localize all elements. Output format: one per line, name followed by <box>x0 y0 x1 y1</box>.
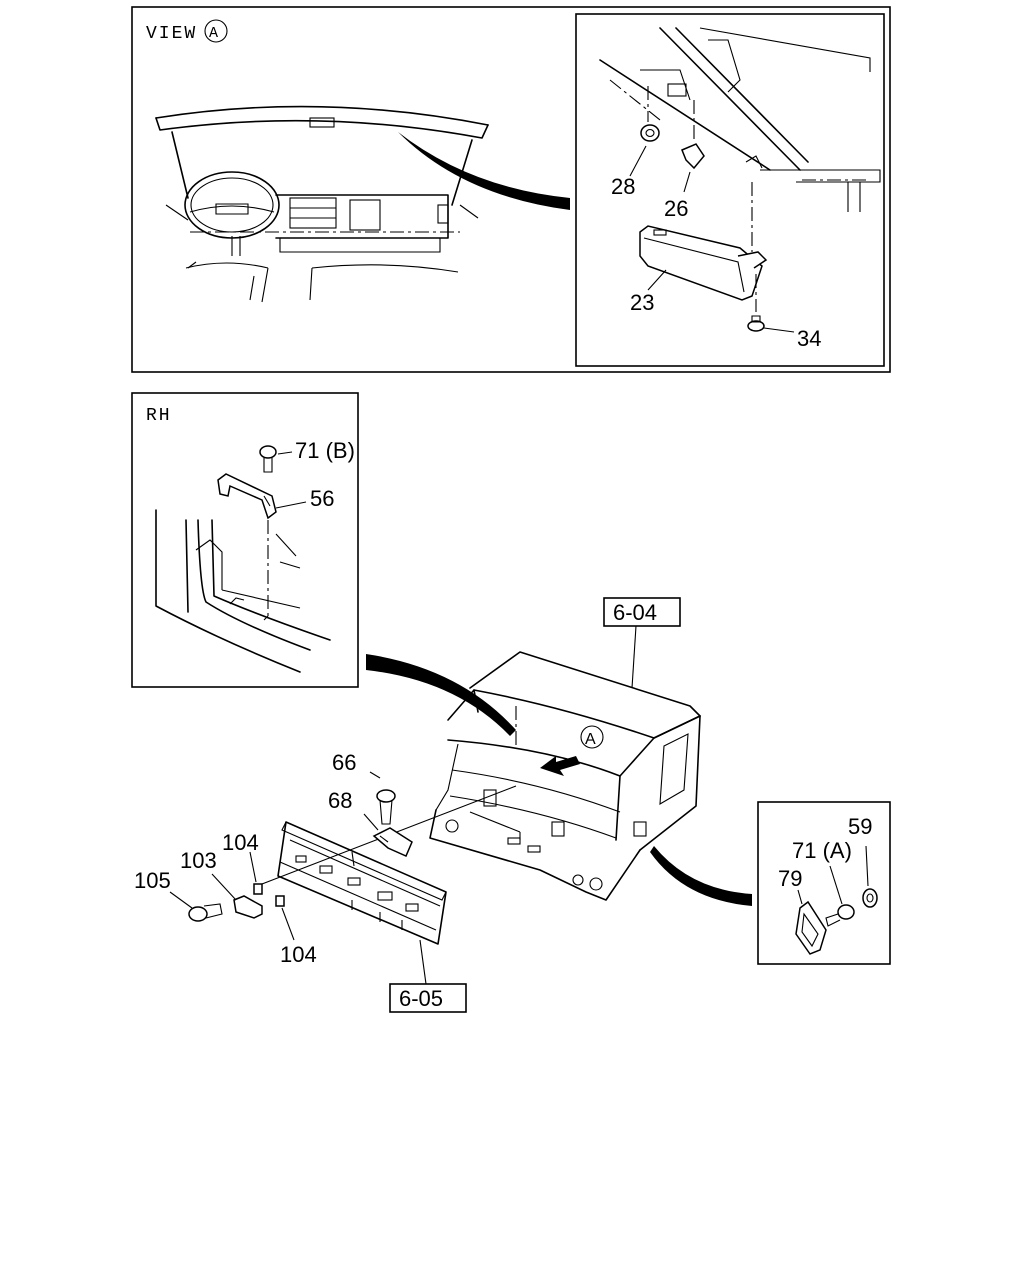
view-a-leader <box>398 132 570 210</box>
side-detail-frame <box>757 801 891 965</box>
callout-68: 68 <box>328 788 352 813</box>
part-59-nut <box>862 845 878 908</box>
visor-detail-frame <box>575 13 885 367</box>
callout-56: 56 <box>310 486 334 511</box>
arrow-letter: A <box>585 731 596 748</box>
grille-clip-line <box>351 851 355 867</box>
ref-6-04: 6-04 <box>613 600 657 625</box>
view-a-arrow <box>540 725 604 776</box>
part-103-bracket <box>211 873 263 919</box>
part-28-grommet <box>629 86 660 177</box>
part-66-bolt <box>369 771 396 825</box>
rh-frame <box>131 392 359 688</box>
rh-interior-drawing <box>155 509 331 673</box>
part-104-washer-lower <box>275 895 295 941</box>
ref-box-6-05 <box>389 983 467 1013</box>
view-a-title: VIEW <box>146 24 197 44</box>
callout-26: 26 <box>664 196 688 221</box>
part-79-step-handle <box>795 889 827 955</box>
callout-28: 28 <box>611 174 635 199</box>
callout-105: 105 <box>134 868 171 893</box>
view-a-circle <box>204 19 228 43</box>
part-26-clip <box>681 100 705 193</box>
callout-71a: 71 (A) <box>792 838 852 863</box>
callout-23: 23 <box>630 290 654 315</box>
ref-6-04-leader <box>631 625 637 689</box>
callout-104-lower: 104 <box>280 942 317 967</box>
callout-79: 79 <box>778 866 802 891</box>
cab-drawing <box>429 651 701 901</box>
callout-103: 103 <box>180 848 217 873</box>
callout-59: 59 <box>848 814 872 839</box>
part-71a-bolt <box>825 865 855 927</box>
roof-structure <box>599 27 881 212</box>
dashboard-drawing <box>155 105 489 303</box>
side-leader <box>650 846 752 906</box>
ref-6-05: 6-05 <box>399 986 443 1011</box>
part-56-grip-handle <box>217 473 307 520</box>
callout-34: 34 <box>797 326 821 351</box>
ref-6-05-leader <box>419 939 427 985</box>
rh-leader <box>366 654 516 736</box>
ref-box-6-04 <box>603 597 681 627</box>
callout-104-upper: 104 <box>222 830 259 855</box>
callout-66: 66 <box>332 750 356 775</box>
rh-title: RH <box>146 406 172 426</box>
part-105-bolt <box>169 891 223 922</box>
callout-71b: 71 (B) <box>295 438 355 463</box>
view-a-letter: A <box>209 25 218 42</box>
part-23-sun-visor <box>639 182 768 301</box>
part-68-clip <box>363 813 413 857</box>
part-34-screw <box>747 274 795 333</box>
part-104-washer-upper <box>249 851 263 895</box>
part-71b-screw <box>259 445 293 473</box>
front-grille <box>277 821 447 945</box>
view-a-frame <box>131 6 891 373</box>
